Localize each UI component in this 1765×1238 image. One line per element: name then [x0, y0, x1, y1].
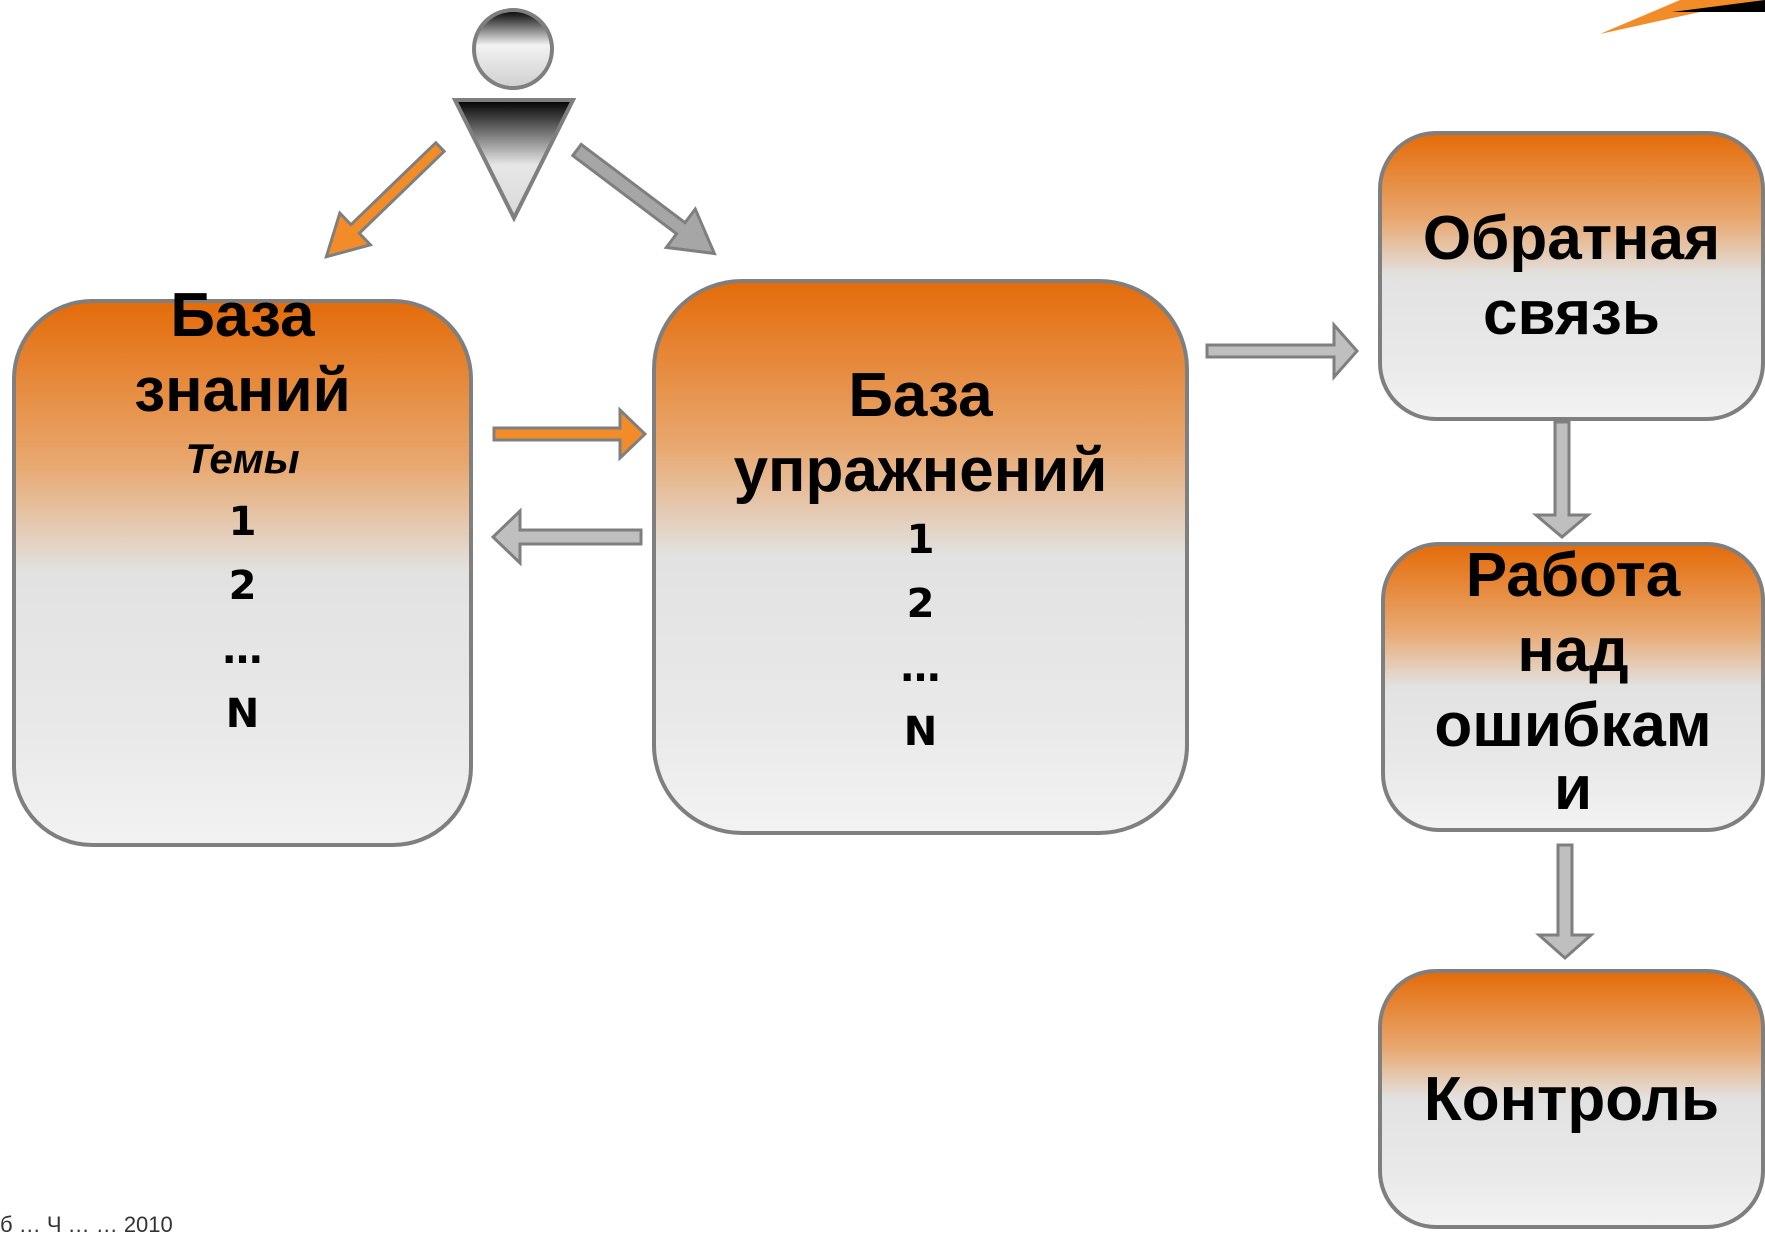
- exercise-item: 1: [906, 517, 935, 563]
- exercise-item: 2: [906, 581, 935, 627]
- arrow-user-to-knowledge: [324, 140, 447, 259]
- knowledge-item: 2: [228, 563, 257, 609]
- error-work-title-line1: Работа: [1465, 541, 1681, 610]
- error-work-title-line3: ошибкам: [1434, 691, 1712, 760]
- exercise-title-line1: База: [848, 361, 993, 430]
- error-work-node: [1381, 542, 1765, 832]
- exercise-base-node: [652, 279, 1189, 835]
- error-work-text: Работа над ошибкам и: [1381, 538, 1765, 823]
- exercise-item: …: [900, 645, 941, 691]
- exercise-item: N: [903, 709, 938, 755]
- arrow-exercises-to-feedback: [1205, 321, 1360, 381]
- knowledge-title-line2: знаний: [134, 356, 351, 425]
- knowledge-base-node: [12, 299, 473, 847]
- control-title: Контроль: [1423, 1064, 1720, 1134]
- arrow-errorwork-to-control: [1535, 843, 1595, 961]
- user-icon: [451, 8, 577, 223]
- knowledge-item: …: [222, 627, 263, 673]
- control-node: Контроль: [1378, 969, 1765, 1229]
- arrow-feedback-to-errorwork: [1531, 420, 1593, 539]
- knowledge-item: N: [225, 691, 260, 737]
- feedback-node: Обратная связь: [1378, 131, 1765, 421]
- footer-text: б … Ч … … 2010: [0, 1212, 173, 1237]
- exercise-base-text: База упражнений 1 2 … N: [652, 358, 1189, 764]
- error-work-title-line2: над: [1517, 616, 1629, 685]
- corner-logo-shape: [1600, 0, 1765, 34]
- knowledge-subtitle: Темы: [185, 435, 300, 482]
- knowledge-base-text: База знаний Темы 1 2 … N: [12, 278, 473, 746]
- feedback-title-line2: связь: [1483, 279, 1660, 348]
- exercise-title-line2: упражнений: [733, 436, 1108, 505]
- knowledge-item: 1: [228, 499, 257, 545]
- knowledge-title-line1: База: [170, 281, 315, 350]
- error-work-title-line4: и: [1553, 754, 1593, 823]
- feedback-title-line1: Обратная: [1422, 204, 1721, 273]
- arrow-exercises-to-knowledge: [490, 507, 643, 567]
- arrow-user-to-exercises: [570, 142, 717, 256]
- arrow-knowledge-to-exercises: [492, 406, 648, 462]
